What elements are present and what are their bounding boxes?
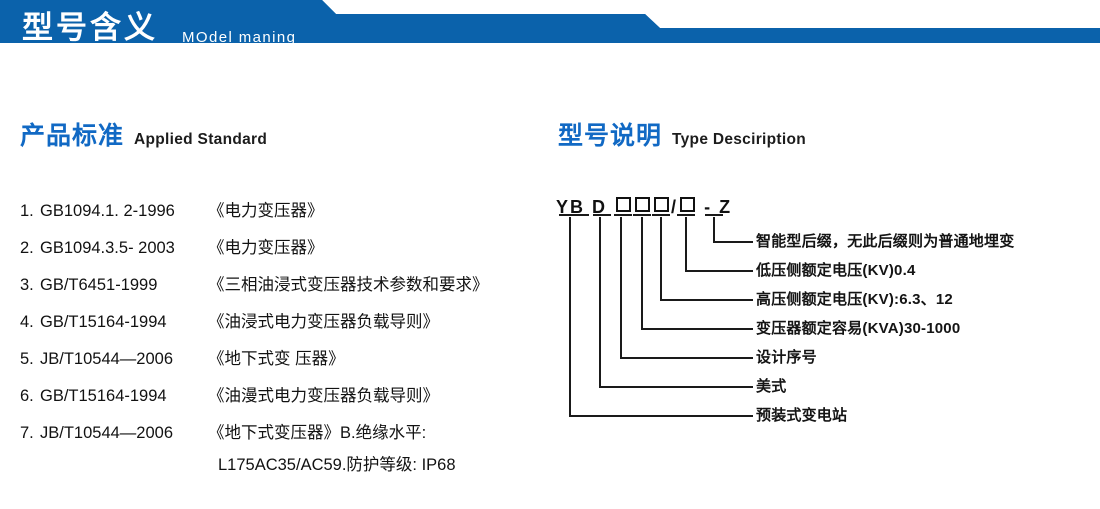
code-part-z: Z xyxy=(719,197,733,217)
standards-continuation-line: L175AC35/AC59.防护等级: IP68 xyxy=(218,456,456,474)
section-heading-en: Type Desciription xyxy=(672,131,807,148)
item-name: 《油浸式电力变压器负载导则》 xyxy=(208,313,439,331)
item-name: 《地下式变 压器》 xyxy=(208,350,345,368)
page-banner: 型号含义 MOdel maning xyxy=(0,0,1100,60)
code-box-2 xyxy=(635,197,651,212)
item-code: GB1094.1. 2-1996 xyxy=(40,202,175,220)
item-code: GB1094.3.5- 2003 xyxy=(40,239,175,257)
item-name: 《电力变压器》 xyxy=(208,202,324,220)
section-heading-en: Applied Standard xyxy=(134,131,268,148)
item-number: 5. xyxy=(20,350,34,368)
item-number: 6. xyxy=(20,387,34,405)
list-item: 2. GB1094.3.5- 2003 《电力变压器》 xyxy=(20,233,550,270)
code-part-dash: - xyxy=(704,197,713,217)
item-code: JB/T10544—2006 xyxy=(40,350,174,368)
list-item: 6. GB/T15164-1994 《油漫式电力变压器负载导则》 xyxy=(20,381,550,418)
list-item: 5. JB/T10544—2006 《地下式变 压器》 xyxy=(20,344,550,381)
list-item: 7. JB/T10544—2006 《地下式变压器》B.绝缘水平: xyxy=(20,418,550,455)
item-name: 《电力变压器》 xyxy=(208,239,324,257)
section-heading-type-description: 型号说明 Type Desciription xyxy=(558,120,806,156)
section-heading-cn: 产品标准 xyxy=(20,122,125,150)
banner-step xyxy=(322,0,1100,43)
leader-7-prefab-substation xyxy=(569,217,753,417)
item-name: 《油漫式电力变压器负载导则》 xyxy=(208,387,439,405)
item-code: GB/T15164-1994 xyxy=(40,313,167,331)
leader-label-american-type: 美式 xyxy=(756,378,787,395)
leader-label-hv-voltage: 高压侧额定电压(KV):6.3、12 xyxy=(756,291,953,308)
item-number: 3. xyxy=(20,276,34,294)
leader-label-lv-voltage: 低压侧额定电压(KV)0.4 xyxy=(756,262,916,279)
item-code: JB/T10544—2006 xyxy=(40,424,174,442)
section-heading-cn: 型号说明 xyxy=(558,122,663,150)
leader-5-design-serial xyxy=(620,217,753,359)
leader-2-lv-voltage xyxy=(685,217,753,272)
leader-label-intelligent-suffix: 智能型后缀，无此后缀则为普通地埋变 xyxy=(756,233,1015,250)
code-box-3 xyxy=(654,197,670,212)
item-number: 2. xyxy=(20,239,34,257)
item-name: 《三相油浸式变压器技术参数和要求》 xyxy=(208,276,489,294)
leader-lines xyxy=(559,214,753,417)
leader-label-capacity: 变压器额定容易(KVA)30-1000 xyxy=(756,320,961,337)
type-code-string: YB D / - Z xyxy=(556,196,732,218)
leader-3-hv-voltage xyxy=(660,217,753,301)
item-number: 4. xyxy=(20,313,34,331)
item-number: 1. xyxy=(20,202,34,220)
leader-6-american-type xyxy=(599,217,753,388)
banner-block xyxy=(0,0,322,43)
code-part-yb: YB xyxy=(556,197,586,217)
list-item: 1. GB1094.1. 2-1996 《电力变压器》 xyxy=(20,196,550,233)
item-code: GB/T15164-1994 xyxy=(40,387,167,405)
item-number: 7. xyxy=(20,424,34,442)
code-box-1 xyxy=(616,197,632,212)
section-heading-applied-standard: 产品标准 Applied Standard xyxy=(20,120,267,156)
banner-subtitle: MOdel maning xyxy=(182,29,297,46)
code-part-d: D xyxy=(592,197,608,217)
code-part-slash: / xyxy=(671,197,679,217)
list-item: 3. GB/T6451-1999 《三相油浸式变压器技术参数和要求》 xyxy=(20,270,550,307)
leader-label-design-serial: 设计序号 xyxy=(756,349,817,366)
leader-1-intelligent-suffix xyxy=(713,217,753,243)
standards-list: 1. GB1094.1. 2-1996 《电力变压器》 2. GB1094.3.5- … xyxy=(20,196,550,455)
banner-title: 型号含义 xyxy=(22,10,158,45)
type-code-diagram: YB D / - Z 智能型后缀，无此后缀则为普通地埋变 低压侧额定电压(KV)… xyxy=(556,196,1096,446)
item-name: 《地下式变压器》B.绝缘水平: xyxy=(208,424,427,442)
list-item: 4. GB/T15164-1994 《油浸式电力变压器负载导则》 xyxy=(20,307,550,344)
leader-label-prefab-substation: 预装式变电站 xyxy=(756,407,848,424)
item-code: GB/T6451-1999 xyxy=(40,276,158,294)
code-box-4 xyxy=(680,197,696,212)
leader-4-capacity xyxy=(641,217,753,330)
